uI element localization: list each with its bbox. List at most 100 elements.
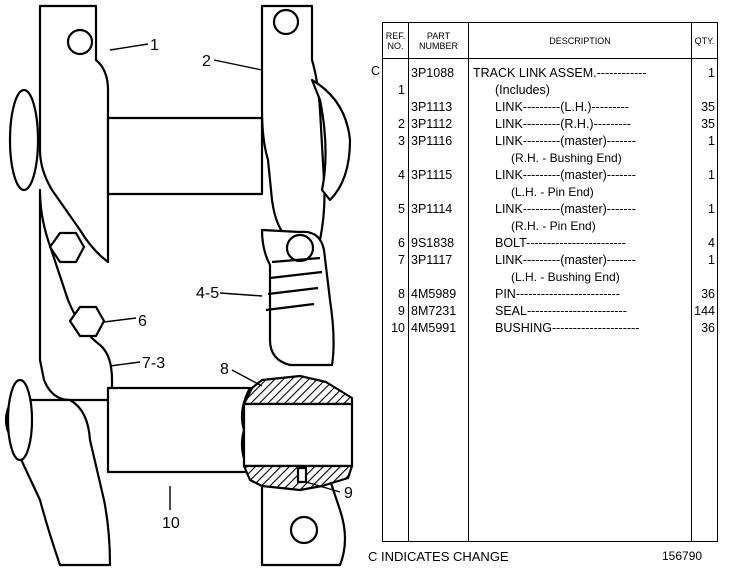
right-master-treads: [265, 256, 323, 312]
part-number-cell: 3P1117: [411, 253, 453, 267]
table-row: (R.H. - Bushing End): [383, 150, 719, 167]
description-cell: BUSHING---------------------: [495, 321, 640, 335]
table-row: 3 3P1116 LINK---------(master)------- 1: [383, 133, 719, 150]
right-link-top: [260, 4, 326, 242]
part-number-cell: 4M5989: [411, 287, 457, 301]
pin-bottom-right: [289, 515, 319, 545]
part-number-cell: 3P1114: [411, 202, 453, 216]
ref-cell: 9: [398, 304, 405, 318]
qty-cell: 144: [694, 304, 715, 318]
qty-cell: 35: [701, 117, 715, 131]
qty-cell: 4: [708, 236, 715, 250]
ref-cell: 8: [398, 287, 405, 301]
table-row: 10 4M5991 BUSHING--------------------- 36: [383, 320, 719, 337]
part-number-cell: 4M5991: [411, 321, 457, 335]
upper-bushing: [106, 116, 264, 196]
right-master-link: [260, 228, 335, 367]
left-outer-plate: [8, 88, 40, 192]
description-cell: LINK---------(master)-------: [495, 253, 636, 267]
description-cell: (R.H. - Pin End): [511, 219, 596, 233]
ref-cell: 4: [398, 168, 405, 182]
description-cell: TRACK LINK ASSEM.------------: [473, 66, 647, 80]
qty-cell: 35: [701, 100, 715, 114]
table-row: 3P1113 LINK---------(L.H.)--------- 35: [383, 99, 719, 116]
description-cell: (R.H. - Bushing End): [511, 151, 622, 165]
description-cell: LINK---------(master)-------: [495, 202, 636, 216]
callout-2: 2: [202, 53, 211, 70]
table-divider: [691, 59, 692, 541]
table-divider: [408, 59, 409, 541]
callout-10: 10: [162, 515, 180, 532]
callout-8: 8: [220, 361, 229, 378]
part-number-cell: 3P1112: [411, 117, 453, 131]
ref-cell: 5: [398, 202, 405, 216]
table-divider: [468, 59, 469, 541]
qty-cell: 1: [708, 253, 715, 267]
ref-cell: 1: [398, 83, 405, 97]
header-qty: QTY.: [692, 23, 717, 59]
qty-cell: 1: [708, 66, 715, 80]
table-row: 7 3P1117 LINK---------(master)------- 1: [383, 252, 719, 269]
table-row: 2 3P1112 LINK---------(R.H.)--------- 35: [383, 116, 719, 133]
table-row: 3P1088 TRACK LINK ASSEM.------------ 1: [383, 65, 719, 82]
ref-cell: 7: [398, 253, 405, 267]
left-master-link: [38, 188, 114, 402]
right-outer-plate: [310, 78, 352, 202]
doc-number: 156790: [662, 549, 703, 563]
callout-4-5: 4-5: [196, 285, 219, 302]
bolt-upper: [48, 231, 86, 264]
pin-right-master: [285, 233, 315, 263]
qty-cell: 1: [708, 134, 715, 148]
left-outer-plate-2: [6, 378, 34, 462]
ref-cell: 2: [398, 117, 405, 131]
table-row: 8 4M5989 PIN------------------------- 36: [383, 286, 719, 303]
header-description: DESCRIPTION: [469, 23, 692, 59]
table-row: (L.H. - Bushing End): [383, 269, 719, 286]
table-row: (L.H. - Pin End): [383, 184, 719, 201]
parts-table: REF. NO. PART NUMBER DESCRIPTION QTY. 3P…: [382, 22, 718, 542]
table-row: 5 3P1114 LINK---------(master)------- 1: [383, 201, 719, 218]
seal-section: [296, 466, 308, 484]
description-cell: (L.H. - Bushing End): [511, 270, 620, 284]
table-rows: 3P1088 TRACK LINK ASSEM.------------ 1 1 (In…: [383, 65, 719, 337]
part-number-cell: 3P1116: [411, 134, 453, 148]
part-number-cell: 9S1838: [411, 236, 455, 250]
header-ref-no: REF. NO.: [383, 23, 409, 59]
description-cell: SEAL------------------------: [495, 304, 627, 318]
lower-bushing: [106, 386, 252, 474]
pin-section: [242, 374, 354, 406]
description-cell: LINK---------(master)-------: [495, 134, 636, 148]
qty-cell: 36: [701, 287, 715, 301]
callout-9: 9: [344, 485, 353, 502]
table-row: (R.H. - Pin End): [383, 218, 719, 235]
header-part-number: PART NUMBER: [409, 23, 469, 59]
ref-cell: 10: [391, 321, 405, 335]
pin-top-left: [66, 28, 94, 56]
description-cell: PIN-------------------------: [495, 287, 620, 301]
part-number-cell: 8M7231: [411, 304, 457, 318]
table-row: 1 (Includes): [383, 82, 719, 99]
description-cell: LINK---------(L.H.)---------: [495, 100, 629, 114]
description-cell: (Includes): [495, 83, 550, 97]
change-marker: C: [371, 64, 381, 78]
ref-cell: 6: [398, 236, 405, 250]
callout-7-3: 7-3: [142, 355, 165, 372]
part-number-cell: 3P1088: [411, 66, 455, 80]
table-row: 9 8M7231 SEAL------------------------ 144: [383, 303, 719, 320]
pin-body: [242, 402, 354, 468]
part-number-cell: 3P1113: [411, 100, 453, 114]
callout-6: 6: [138, 313, 147, 330]
qty-cell: 1: [708, 168, 715, 182]
description-cell: LINK---------(master)-------: [495, 168, 636, 182]
left-link-top: [38, 4, 110, 264]
qty-cell: 1: [708, 202, 715, 216]
bolt-lower: [68, 305, 106, 338]
qty-cell: 36: [701, 321, 715, 335]
description-cell: LINK---------(R.H.)---------: [495, 117, 632, 131]
table-row: 4 3P1115 LINK---------(master)------- 1: [383, 167, 719, 184]
ref-cell: 3: [398, 134, 405, 148]
callout-1: 1: [150, 37, 159, 54]
part-number-cell: 3P1115: [411, 168, 453, 182]
description-cell: (L.H. - Pin End): [511, 185, 594, 199]
